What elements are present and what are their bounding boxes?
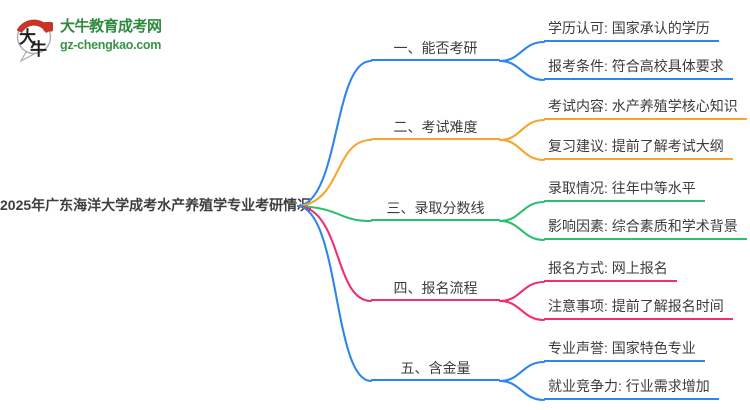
branch-2-lines bbox=[296, 118, 546, 208]
leaf-item: 学历认可: 国家承认的学历 bbox=[544, 18, 719, 42]
leaf-item: 影响因素: 综合素质和学术背景 bbox=[544, 216, 747, 240]
brand-name: 大牛教育成考网 bbox=[60, 18, 162, 35]
branch-label-2: 二、考试难度 bbox=[371, 116, 500, 140]
leaf-item: 复习建议: 提前了解考试大纲 bbox=[544, 136, 733, 160]
leaf-item: 考试内容: 水产养殖学核心知识 bbox=[544, 96, 747, 120]
leaf-item: 报名方式: 网上报名 bbox=[544, 258, 677, 282]
branch-label-1: 一、能否考研 bbox=[371, 37, 500, 61]
red-seal bbox=[43, 22, 53, 32]
branch-5-lines bbox=[296, 204, 546, 402]
leaf-item: 就业竞争力: 行业需求增加 bbox=[544, 376, 719, 400]
branch-3-lines bbox=[296, 200, 546, 242]
logo-bubble-icon: 大 牛 bbox=[16, 19, 53, 63]
branch-label-4: 四、报名流程 bbox=[371, 277, 500, 301]
leaf-item: 注意事项: 提前了解报名时间 bbox=[544, 296, 733, 320]
leaf-item: 录取情况: 往年中等水平 bbox=[544, 178, 705, 202]
leaf-item: 报考条件: 符合高校具体要求 bbox=[544, 56, 733, 80]
leaf-item: 专业声誉: 国家特色专业 bbox=[544, 338, 705, 362]
site-domain: gz-chengkao.com bbox=[60, 38, 162, 52]
branch-label-3: 三、录取分数线 bbox=[371, 197, 500, 221]
branch-1-lines bbox=[296, 40, 546, 208]
mindmap-central-topic: 2025年广东海洋大学成考水产养殖学专业考研情况 bbox=[0, 197, 312, 213]
logo-char-1: 大 bbox=[19, 27, 36, 47]
branch-4-lines bbox=[296, 204, 546, 322]
site-logo: 大 牛 大牛教育成考网 gz-chengkao.com bbox=[13, 13, 162, 63]
logo-char-2: 牛 bbox=[30, 39, 47, 59]
branch-label-5: 五、含金量 bbox=[371, 357, 500, 381]
